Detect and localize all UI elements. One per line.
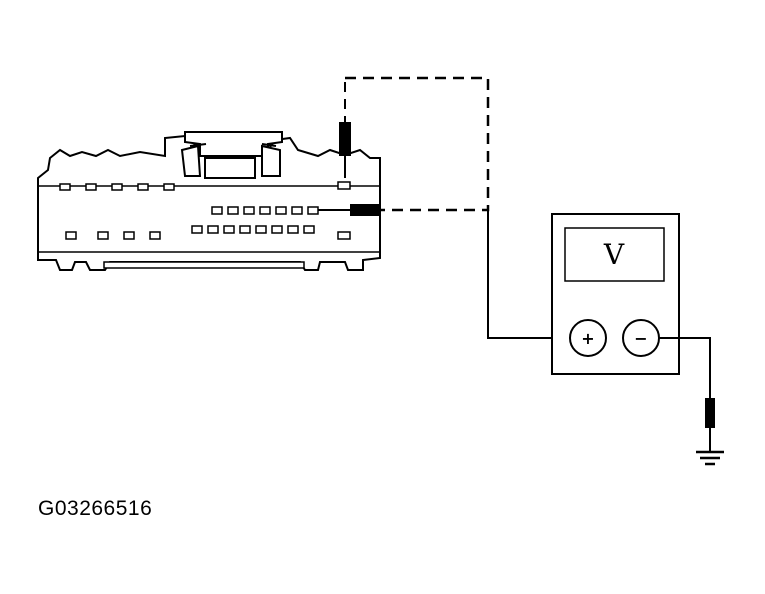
meter-display: V xyxy=(603,238,625,271)
probe-icon xyxy=(339,82,351,178)
voltmeter-icon: V + − xyxy=(551,213,680,375)
figure-id: G03266516 xyxy=(38,497,153,520)
negative-terminal-label: − xyxy=(634,329,647,348)
ground-icon xyxy=(696,398,724,466)
dashed-lead xyxy=(345,76,490,212)
positive-lead xyxy=(487,210,571,339)
connector-icon xyxy=(37,131,381,271)
terminal-probe xyxy=(318,204,380,216)
connector-pins xyxy=(59,181,351,240)
positive-terminal-label: + xyxy=(581,329,594,348)
negative-lead xyxy=(659,337,711,398)
positive-terminal xyxy=(569,319,607,357)
